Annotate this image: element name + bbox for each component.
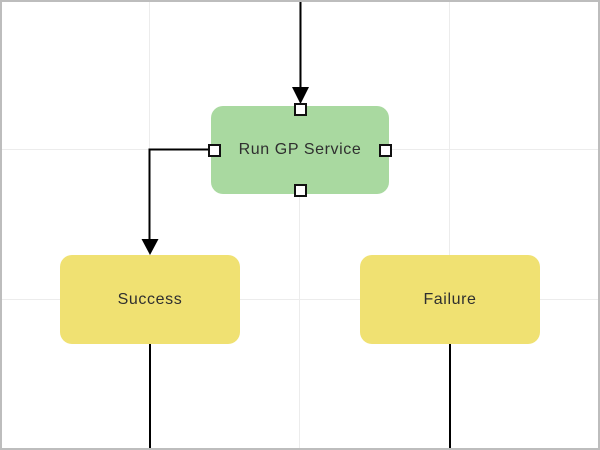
node-success[interactable]: Success <box>60 255 240 344</box>
arrowhead-into-rungp <box>292 87 309 104</box>
node-failure[interactable]: Failure <box>360 255 540 344</box>
connection-handle-left[interactable] <box>208 143 221 157</box>
connection-handle-bottom[interactable] <box>293 184 307 197</box>
node-run-gp-service-label: Run GP Service <box>238 141 362 158</box>
connection-handle-right[interactable] <box>379 143 392 157</box>
node-success-label: Success <box>117 290 183 308</box>
node-run-gp-service[interactable]: Run GP Service <box>208 103 392 197</box>
connection-handle-top[interactable] <box>293 103 307 116</box>
connector-rungp-to-success[interactable] <box>148 148 211 242</box>
node-failure-label: Failure <box>423 290 477 308</box>
arrowhead-into-success <box>141 239 159 255</box>
